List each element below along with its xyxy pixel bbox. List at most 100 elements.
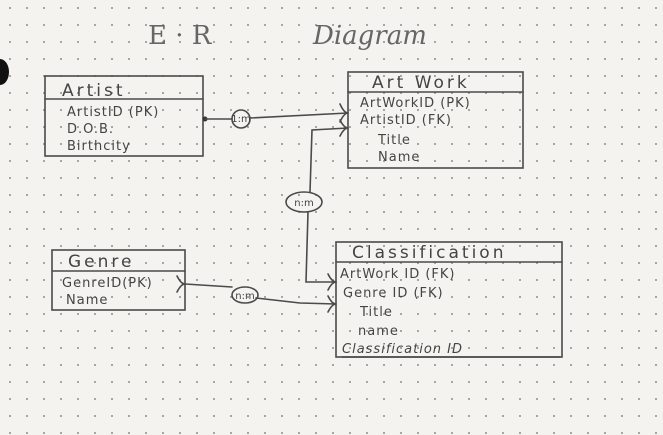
grid-dot [9,92,11,94]
grid-dot [417,160,419,162]
grid-dot [553,415,555,417]
grid-dot [145,194,147,196]
grid-dot [468,313,470,315]
grid-dot [638,177,640,179]
grid-dot [638,398,640,400]
grid-dot [162,296,164,298]
grid-dot [332,245,334,247]
grid-dot [247,347,249,349]
grid-dot [145,364,147,366]
grid-dot [230,432,232,434]
grid-dot [315,126,317,128]
grid-dot [366,160,368,162]
grid-dot [519,194,521,196]
grid-dot [60,41,62,43]
grid-dot [179,58,181,60]
grid-dot [179,126,181,128]
grid-dot [179,330,181,332]
grid-dot [485,364,487,366]
grid-dot [502,228,504,230]
grid-dot [417,279,419,281]
grid-dot [383,279,385,281]
grid-dot [281,41,283,43]
grid-dot [213,432,215,434]
grid-dot [128,160,130,162]
grid-dot [383,58,385,60]
grid-dot [264,24,266,26]
grid-dot [417,330,419,332]
grid-dot [383,211,385,213]
grid-dot [655,109,657,111]
grid-dot [298,24,300,26]
grid-dot [468,177,470,179]
grid-dot [638,296,640,298]
grid-dot [621,432,623,434]
grid-dot [502,109,504,111]
grid-dot [9,194,11,196]
grid-dot [451,296,453,298]
grid-dot [213,24,215,26]
grid-dot [128,296,130,298]
grid-dot [230,330,232,332]
grid-dot [111,160,113,162]
grid-dot [230,24,232,26]
grid-dot [468,347,470,349]
grid-dot [366,194,368,196]
grid-dot [145,347,147,349]
grid-dot [587,211,589,213]
grid-dot [145,143,147,145]
grid-dot [264,364,266,366]
grid-dot [111,296,113,298]
grid-dot [213,41,215,43]
grid-dot [43,415,45,417]
grid-dot [621,313,623,315]
grid-dot [383,177,385,179]
grid-dot [298,313,300,315]
grid-dot [9,313,11,315]
grid-dot [417,432,419,434]
grid-dot [400,279,402,281]
grid-dot [9,432,11,434]
grid-dot [162,381,164,383]
grid-dot [536,160,538,162]
grid-dot [536,279,538,281]
grid-dot [77,313,79,315]
grid-dot [621,364,623,366]
grid-dot [502,24,504,26]
grid-dot [26,262,28,264]
grid-dot [145,415,147,417]
relationship-line [305,127,349,283]
grid-dot [332,41,334,43]
grid-dot [298,143,300,145]
grid-dot [281,262,283,264]
grid-dot [213,177,215,179]
grid-dot [638,432,640,434]
grid-dot [94,126,96,128]
grid-dot [587,313,589,315]
grid-dot [502,279,504,281]
grid-dot [604,24,606,26]
grid-dot [621,245,623,247]
grid-dot [298,126,300,128]
grid-dot [247,279,249,281]
grid-dot [400,160,402,162]
relationship-line [184,283,337,305]
grid-dot [213,109,215,111]
dot-grid [9,7,657,434]
grid-dot [400,296,402,298]
grid-dot [485,279,487,281]
entity-artwork-name: Art Work [372,73,470,93]
grid-dot [247,177,249,179]
grid-dot [298,347,300,349]
grid-dot [77,24,79,26]
grid-dot [468,58,470,60]
grid-dot [570,432,572,434]
grid-dot [43,24,45,26]
grid-dot [587,126,589,128]
grid-dot [196,7,198,9]
grid-dot [230,177,232,179]
grid-dot [417,415,419,417]
grid-dot [264,415,266,417]
grid-dot [26,364,28,366]
grid-dot [128,109,130,111]
